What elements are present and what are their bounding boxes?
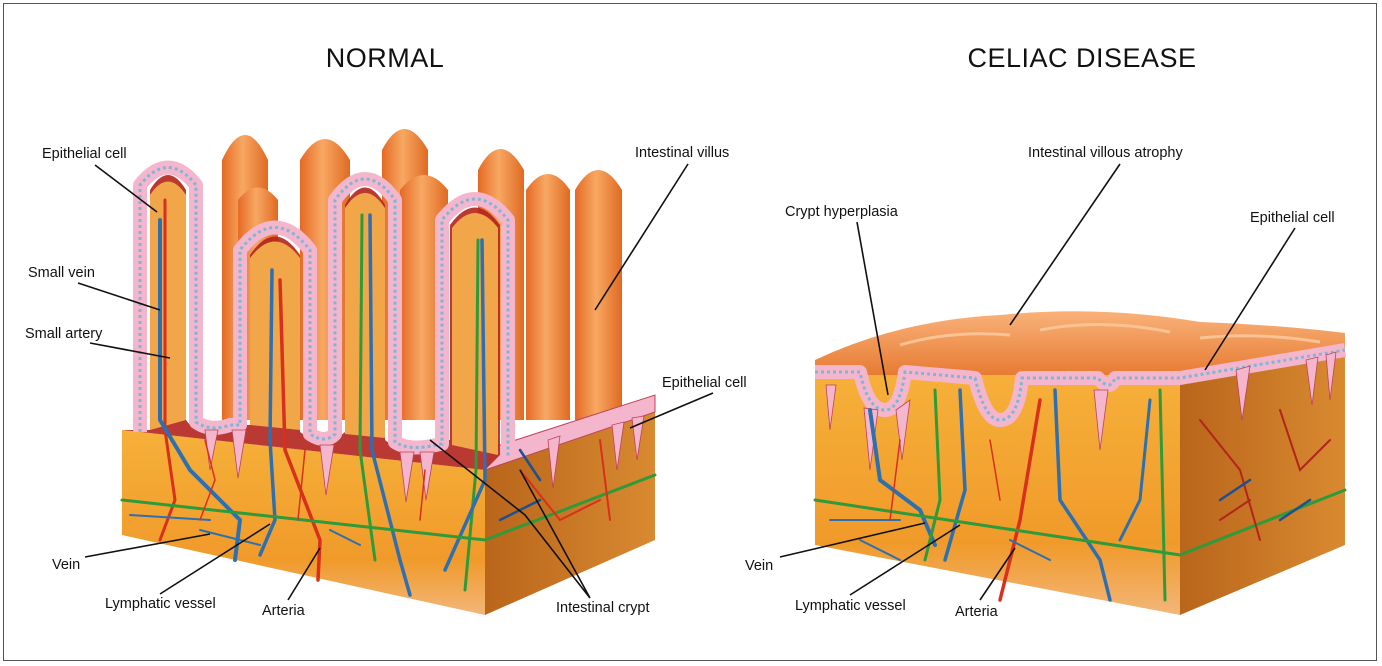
label-lymphatic-vessel-normal: Lymphatic vessel xyxy=(105,596,216,612)
label-vein-celiac: Vein xyxy=(745,558,773,574)
celiac-title: CELIAC DISEASE xyxy=(967,43,1196,73)
label-epithelial-cell-top: Epithelial cell xyxy=(42,146,127,162)
label-lymphatic-vessel-celiac: Lymphatic vessel xyxy=(795,598,906,614)
celiac-tissue-side xyxy=(1180,350,1345,615)
label-arteria-celiac: Arteria xyxy=(955,604,999,620)
label-intestinal-villus: Intestinal villus xyxy=(635,145,729,161)
normal-intestine-illustration xyxy=(122,129,655,615)
label-crypt-hyperplasia: Crypt hyperplasia xyxy=(785,204,899,220)
label-intestinal-villous-atrophy: Intestinal villous atrophy xyxy=(1028,145,1183,161)
celiac-intestine-illustration xyxy=(815,311,1345,615)
label-epithelial-cell-right: Epithelial cell xyxy=(662,375,747,391)
label-small-artery: Small artery xyxy=(25,326,103,342)
label-small-vein: Small vein xyxy=(28,265,95,281)
label-vein-normal: Vein xyxy=(52,557,80,573)
label-arteria-normal: Arteria xyxy=(262,603,306,619)
normal-title: NORMAL xyxy=(326,43,445,73)
label-epithelial-cell-celiac: Epithelial cell xyxy=(1250,210,1335,226)
label-intestinal-crypt: Intestinal crypt xyxy=(556,600,650,616)
